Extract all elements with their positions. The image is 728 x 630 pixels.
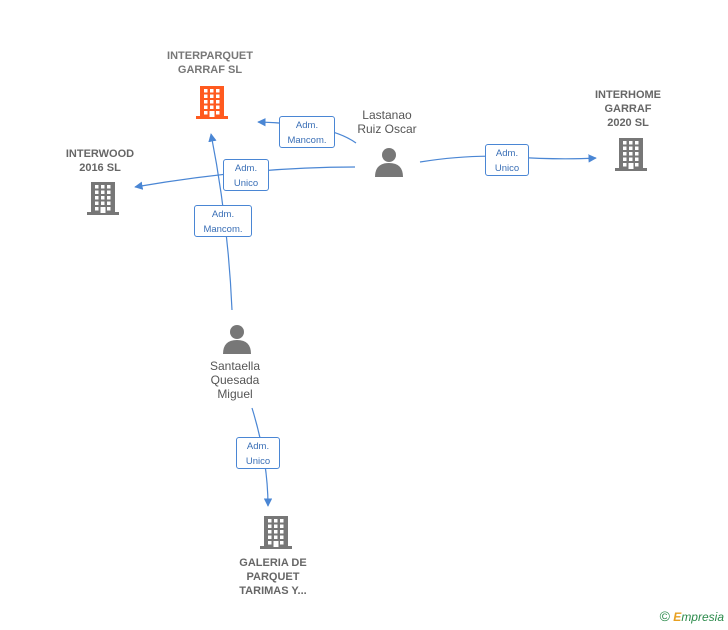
edge-label-line2: Mancom. — [203, 224, 243, 235]
node-interwood-line2: 2016 SL — [79, 162, 121, 174]
node-lastanao-line1: Lastanao — [362, 108, 412, 122]
edge-label-line2: Mancom. — [287, 135, 327, 146]
node-galeria-line1: GALERIA DE — [239, 557, 307, 569]
edge-label-adm-mancom[interactable]: Adm. Mancom. — [194, 205, 252, 237]
building-icon — [196, 86, 228, 119]
node-interwood-label[interactable]: INTERWOOD 2016 SL — [50, 147, 150, 175]
node-interhome-line2: GARRAF — [604, 103, 652, 115]
brand-e: E — [673, 610, 682, 624]
edge-label-line2: Unico — [494, 163, 520, 174]
node-galeria-line2: PARQUET — [246, 571, 300, 583]
empresia-logo[interactable]: © Empresia — [660, 608, 724, 624]
copyright-symbol: © — [659, 608, 670, 624]
node-interparquet-line2: GARRAF SL — [177, 64, 243, 76]
node-interwood-line1: INTERWOOD — [65, 148, 135, 160]
edge-label-adm-mancom[interactable]: Adm. Mancom. — [279, 116, 335, 148]
node-lastanao-line2: Ruiz Oscar — [357, 122, 417, 136]
node-interparquet-label[interactable]: INTERPARQUET GARRAF SL — [150, 49, 270, 77]
edge-label-line1: Adm. — [295, 120, 319, 131]
node-santaella-line3: Miguel — [217, 387, 253, 401]
building-icon — [615, 138, 647, 171]
edge-label-line1: Adm. — [234, 163, 258, 174]
edge-label-line2: Unico — [245, 456, 271, 467]
brand-name: mpresia — [681, 610, 724, 624]
edge-label-line1: Adm. — [495, 148, 519, 159]
edge-label-adm-unico[interactable]: Adm. Unico — [485, 144, 529, 176]
node-interhome-line1: INTERHOME — [595, 89, 661, 101]
node-lastanao-label[interactable]: Lastanao Ruiz Oscar — [337, 108, 437, 136]
node-santaella-line2: Quesada — [210, 373, 260, 387]
edge-label-adm-unico[interactable]: Adm. Unico — [223, 159, 269, 191]
node-interhome-line3: 2020 SL — [607, 117, 649, 129]
building-icon — [260, 516, 292, 549]
node-galeria-line3: TARIMAS Y... — [239, 585, 307, 597]
edge-label-line1: Adm. — [246, 441, 270, 452]
node-galeria-label[interactable]: GALERIA DE PARQUET TARIMAS Y... — [223, 556, 323, 598]
edge-label-line1: Adm. — [211, 209, 235, 220]
person-icon — [375, 148, 403, 177]
node-interhome-label[interactable]: INTERHOME GARRAF 2020 SL — [578, 88, 678, 130]
person-icon — [223, 325, 251, 354]
building-icon — [87, 182, 119, 215]
edge-label-adm-unico[interactable]: Adm. Unico — [236, 437, 280, 469]
node-santaella-label[interactable]: Santaella Quesada Miguel — [185, 359, 285, 401]
node-interparquet-line1: INTERPARQUET — [167, 50, 253, 62]
node-santaella-line1: Santaella — [209, 359, 261, 373]
edge-label-line2: Unico — [233, 178, 259, 189]
